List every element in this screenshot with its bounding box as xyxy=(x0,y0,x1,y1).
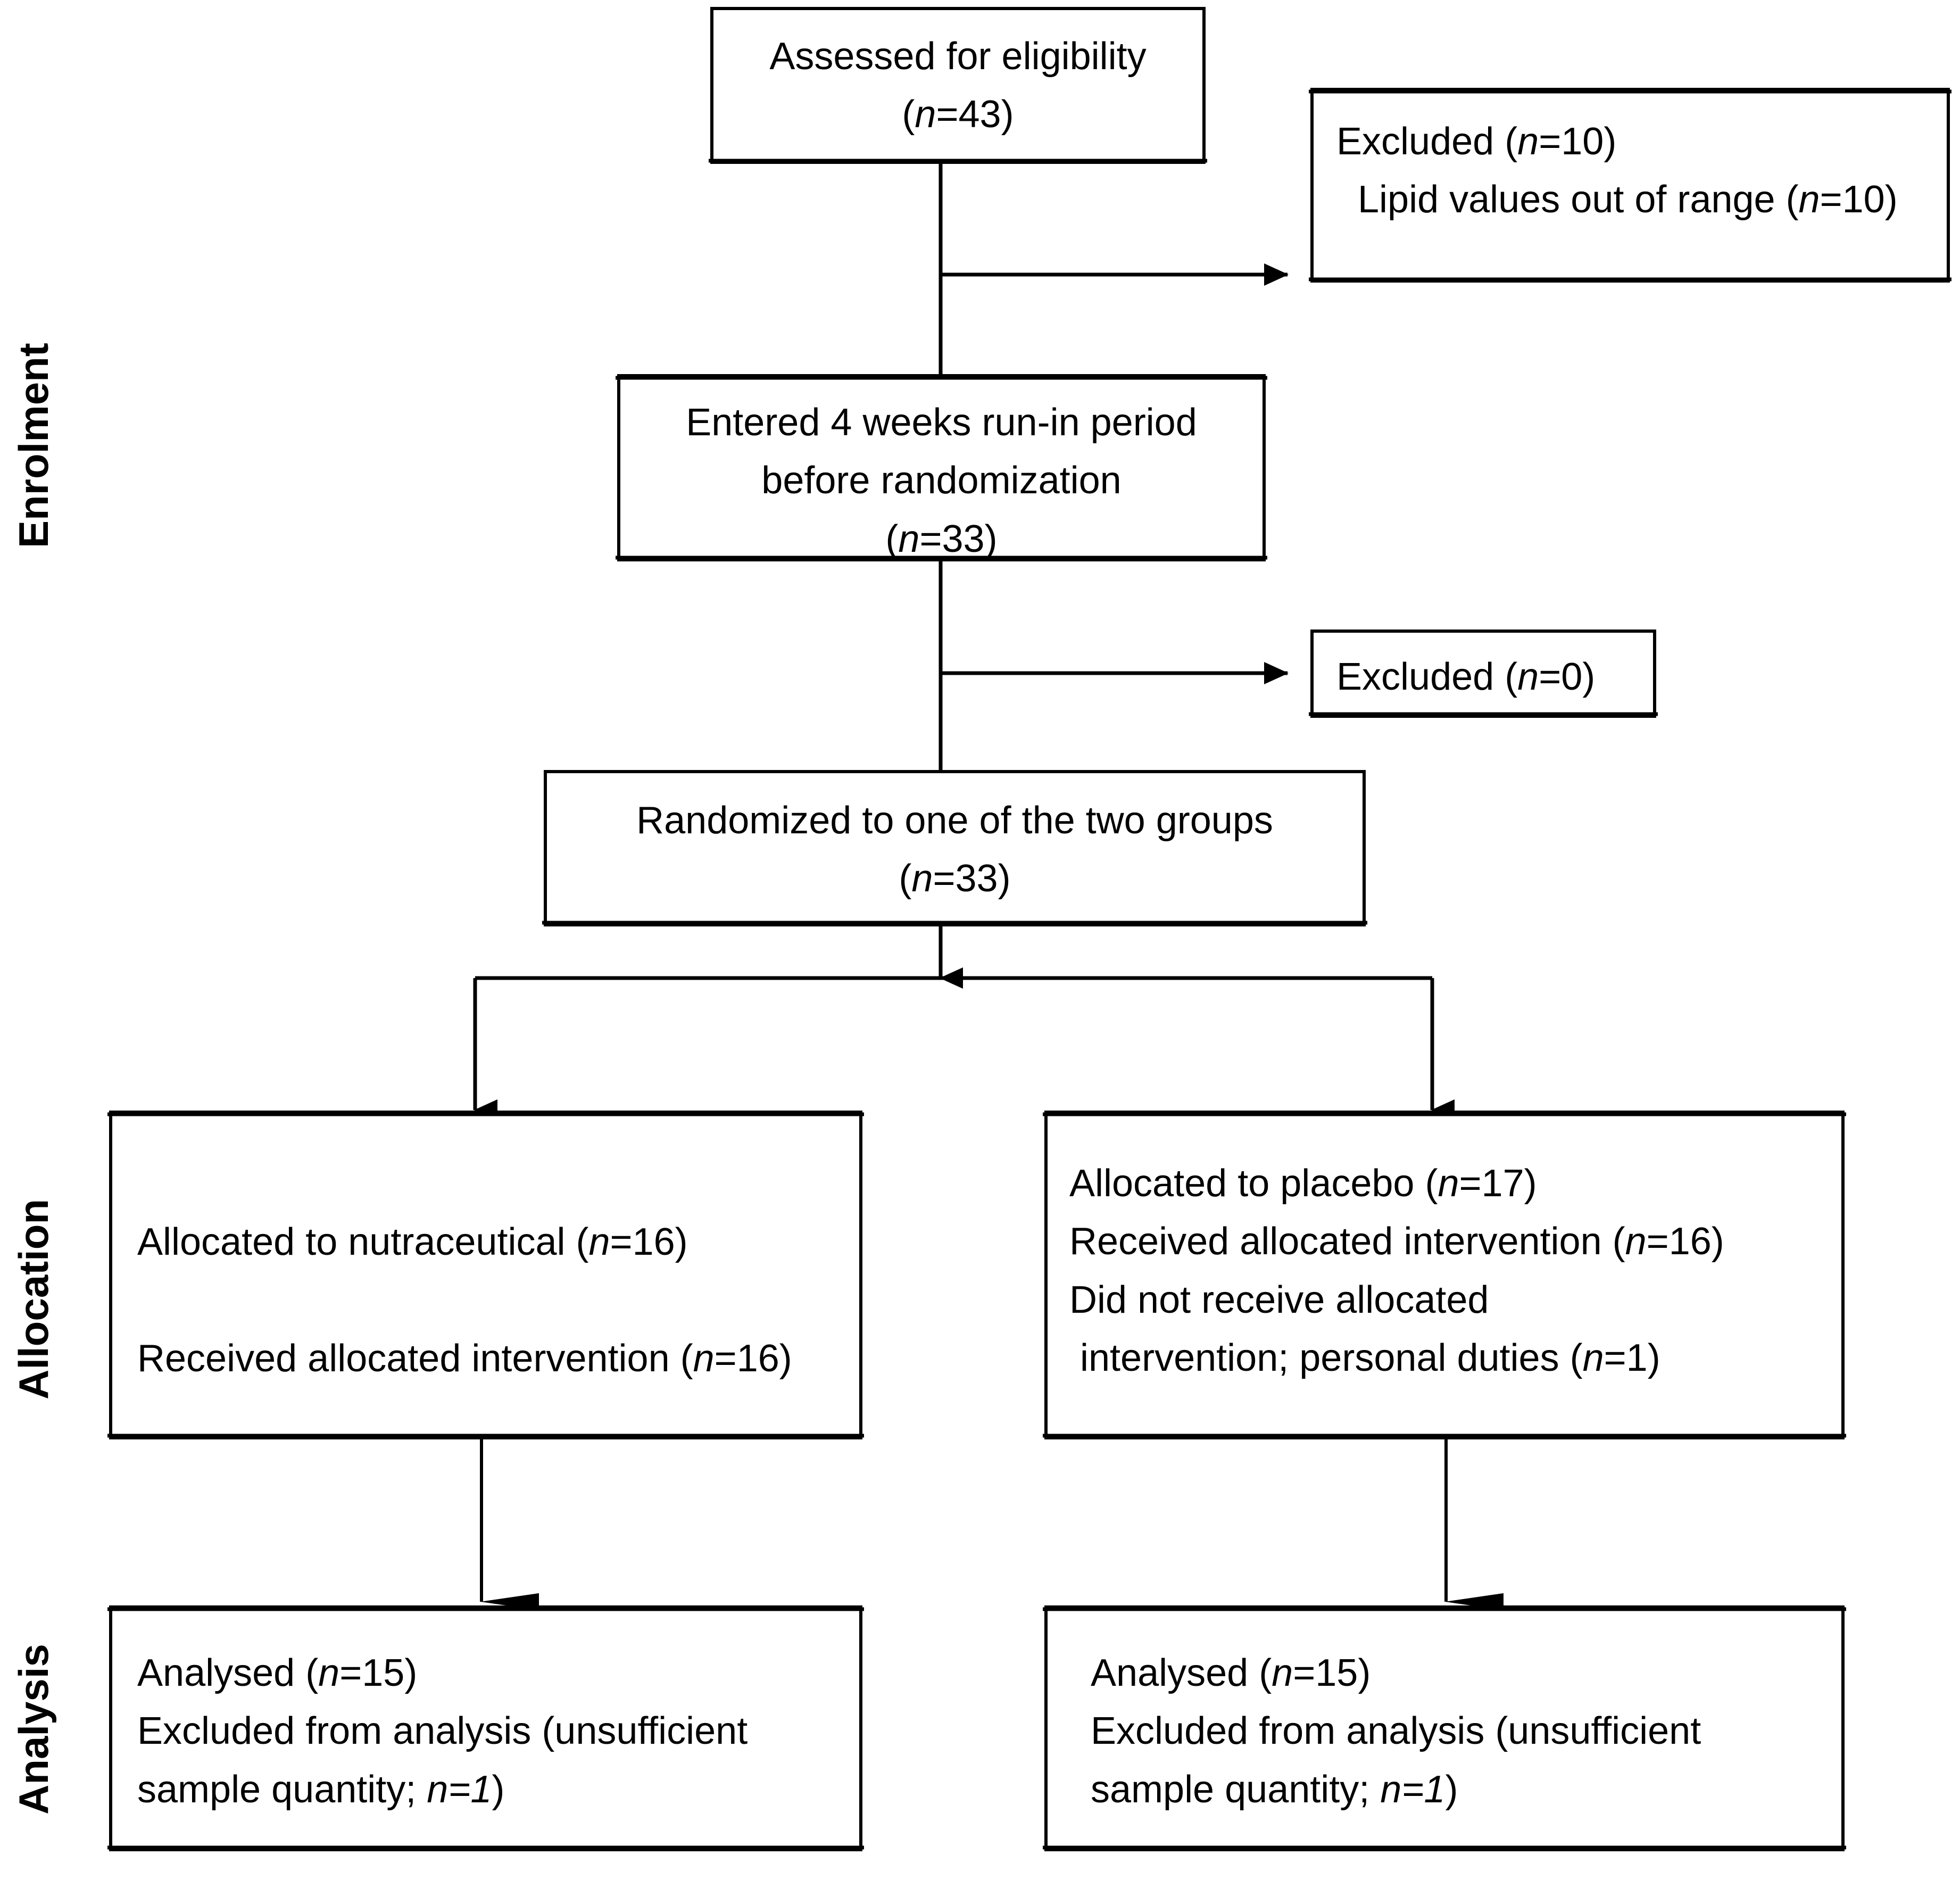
stage-label-allocation: Allocation xyxy=(10,1198,57,1400)
box-text-line: Received allocated intervention (n=16) xyxy=(137,1337,792,1380)
box-text-line: Analysed (n=15) xyxy=(137,1652,418,1694)
box-text-line: Received allocated intervention (n=16) xyxy=(1069,1220,1724,1263)
box-text-line: (n=33) xyxy=(899,857,1011,900)
box-allocated-nutraceutical xyxy=(109,1111,862,1439)
box-text-run-in-period: Entered 4 weeks run-in period before rand… xyxy=(624,394,1259,568)
box-text-line: Excluded (n=0) xyxy=(1336,656,1596,698)
box-text-analysed-nutraceutical: Analysed (n=15) Excluded from analysis (u… xyxy=(137,1644,866,1819)
box-text-excluded-lipid: Excluded (n=10) Lipid values out of rang… xyxy=(1336,113,1948,229)
box-assessed-for-eligibility xyxy=(710,7,1206,164)
box-excluded-zero xyxy=(1310,630,1656,718)
box-text-line: Allocated to nutraceutical (n=16) xyxy=(137,1221,688,1263)
box-text-line: Analysed (n=15) xyxy=(1091,1652,1371,1694)
box-run-in-period xyxy=(617,374,1266,561)
stage-label-enrolment: Enrolment xyxy=(10,343,57,548)
box-text-line: sample quantity; n=1) xyxy=(137,1768,505,1811)
box-text-assessed-for-eligibility: Assessed for eligibility (n=43) xyxy=(717,28,1199,144)
box-text-line: Entered 4 weeks run-in period xyxy=(686,401,1197,444)
box-text-allocated-nutraceutical: Allocated to nutraceutical (n=16) Receiv… xyxy=(137,1213,866,1388)
box-randomized xyxy=(544,770,1366,926)
box-text-line: sample quantity; n=1) xyxy=(1091,1768,1458,1811)
box-text-line: (n=33) xyxy=(885,517,998,560)
box-analysed-placebo xyxy=(1044,1605,1845,1851)
stage-label-analysis: Analysis xyxy=(10,1644,57,1815)
box-text-line: Excluded (n=10) xyxy=(1336,120,1617,163)
box-text-excluded-zero: Excluded (n=0) xyxy=(1336,648,1656,706)
box-allocated-placebo xyxy=(1044,1111,1845,1439)
box-text-line: Allocated to placebo (n=17) xyxy=(1069,1162,1537,1205)
box-text-randomized: Randomized to one of the two groups (n=33… xyxy=(551,792,1359,908)
box-text-allocated-placebo: Allocated to placebo (n=17) Received allo… xyxy=(1069,1155,1846,1388)
box-text-line: (n=43) xyxy=(902,93,1014,136)
box-analysed-nutraceutical xyxy=(109,1605,862,1851)
box-text-line: Did not receive allocated xyxy=(1069,1278,1489,1321)
box-text-line: Assessed for eligibility xyxy=(769,35,1147,78)
box-text-line: Lipid values out of range (n=10) xyxy=(1336,178,1898,221)
box-text-analysed-placebo: Analysed (n=15) Excluded from analysis (u… xyxy=(1091,1644,1846,1819)
box-text-line: Excluded from analysis (unsufficient xyxy=(1091,1710,1701,1753)
box-text-line: Randomized to one of the two groups xyxy=(636,799,1273,842)
box-excluded-lipid xyxy=(1310,88,1950,283)
box-text-line xyxy=(137,1271,866,1329)
box-text-line: intervention; personal duties (n=1) xyxy=(1069,1337,1660,1380)
box-text-line: before randomization xyxy=(761,459,1122,502)
box-text-line: Excluded from analysis (unsufficient xyxy=(137,1710,748,1753)
